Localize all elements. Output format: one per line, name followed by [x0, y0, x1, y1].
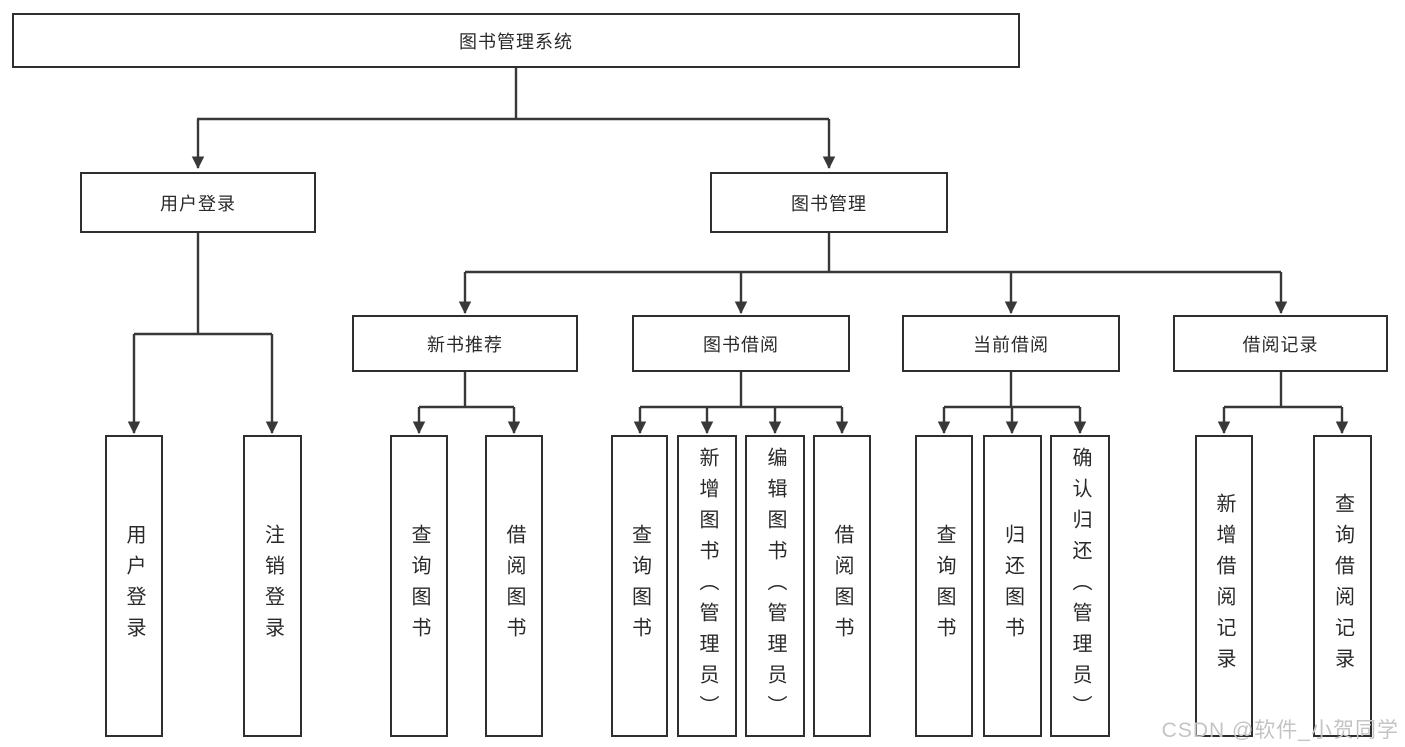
leaf-bb-edit-books-admin: 编辑图书（管理员） — [745, 435, 805, 737]
leaf-nb-borrow-books: 借阅图书 — [485, 435, 543, 737]
leaf-bb-borrow-books: 借阅图书 — [813, 435, 871, 737]
leaf-cb-return-books: 归还图书 — [983, 435, 1042, 737]
leaf-user-login: 用户登录 — [105, 435, 163, 737]
node-borrowing-records: 借阅记录 — [1173, 315, 1388, 372]
node-new-book-recommend: 新书推荐 — [352, 315, 578, 372]
leaf-rec-query-record: 查询借阅记录 — [1313, 435, 1372, 737]
leaf-logout: 注销登录 — [243, 435, 302, 737]
leaf-cb-confirm-return-admin: 确认归还（管理员） — [1050, 435, 1110, 737]
node-user-login: 用户登录 — [80, 172, 316, 233]
csdn-watermark: CSDN @软件_小贺同学 — [1161, 719, 1399, 742]
node-book-borrowing: 图书借阅 — [632, 315, 850, 372]
node-book-management: 图书管理 — [710, 172, 948, 233]
leaf-nb-query-books: 查询图书 — [390, 435, 448, 737]
leaf-rec-add-record: 新增借阅记录 — [1195, 435, 1253, 737]
node-current-borrowing: 当前借阅 — [902, 315, 1120, 372]
node-library-management-system: 图书管理系统 — [12, 13, 1020, 68]
leaf-bb-add-books-admin: 新增图书（管理员） — [677, 435, 737, 737]
leaf-cb-query-books: 查询图书 — [915, 435, 973, 737]
connector-group — [127, 67, 1349, 434]
leaf-bb-query-books: 查询图书 — [611, 435, 668, 737]
